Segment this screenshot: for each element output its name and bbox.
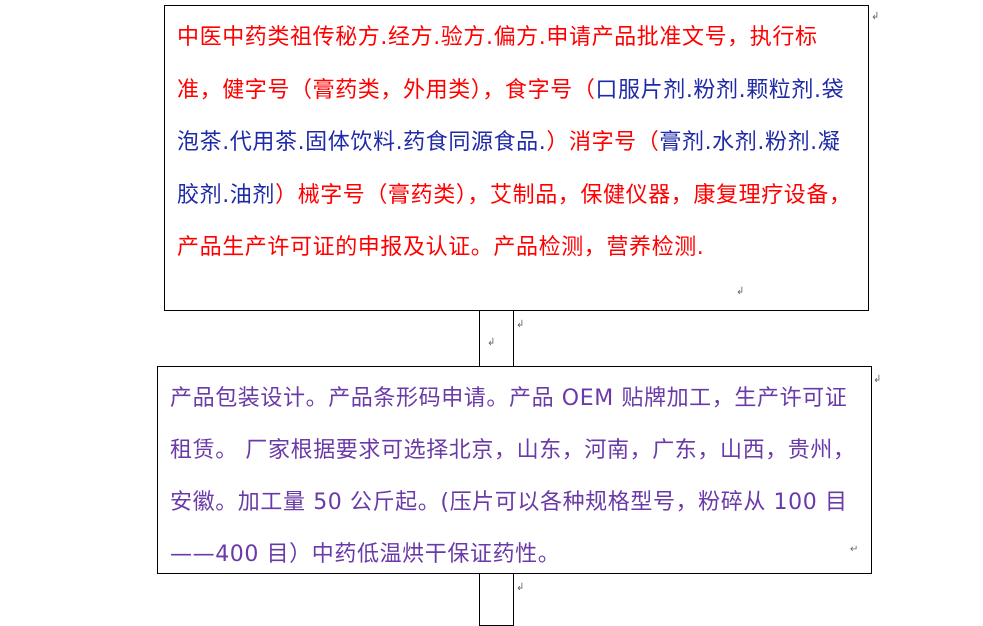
service-box-bottom: 产品包装设计。产品条形码申请。产品 OEM 贴牌加工，生产许可证租赁。 厂家根据… <box>157 366 872 574</box>
text-segment: 口服片剂.粉剂.颗粒剂.袋泡茶.代用茶.固体饮料.药食同源食品. <box>177 77 845 156</box>
service-box-top: 中医中药类祖传秘方.经方.验方.偏方.申请产品批准文号，执行标准，健字号（膏药类… <box>164 5 869 311</box>
text-segment: 中医中药类祖传秘方.经方.验方.偏方.申请产品批准文号，执行标准， <box>177 25 818 103</box>
connector-line-2 <box>479 574 514 626</box>
paragraph-mark: ↲ <box>516 582 525 593</box>
text-segment: 食字号（ <box>505 77 596 103</box>
paragraph-mark: ↲ <box>487 337 496 348</box>
service-paragraph-top: 中医中药类祖传秘方.经方.验方.偏方.申请产品批准文号，执行标准，健字号（膏药类… <box>177 12 858 275</box>
paragraph-mark: ↲ <box>873 374 882 385</box>
text-segment: 膏剂.水剂.粉剂.凝胶剂.油剂 <box>177 130 841 208</box>
paragraph-mark: ↲ <box>516 319 525 330</box>
service-paragraph-bottom: 产品包装设计。产品条形码申请。产品 OEM 贴牌加工，生产许可证租赁。 厂家根据… <box>170 386 856 567</box>
paragraph-mark: ↲ <box>871 11 880 22</box>
paragraph-mark: ↲ <box>736 286 745 297</box>
paragraph-mark: ↵ <box>850 544 859 555</box>
text-segment: ）械字号（膏药类），艾制品，保健仪器，康复理疗设备，产品生产许可证的申报及认证。… <box>177 182 852 261</box>
text-segment: 健字号（膏药类，外用类）， <box>222 77 506 103</box>
connector-line-1 <box>479 311 514 366</box>
text-segment: ）消字号（ <box>546 130 660 155</box>
